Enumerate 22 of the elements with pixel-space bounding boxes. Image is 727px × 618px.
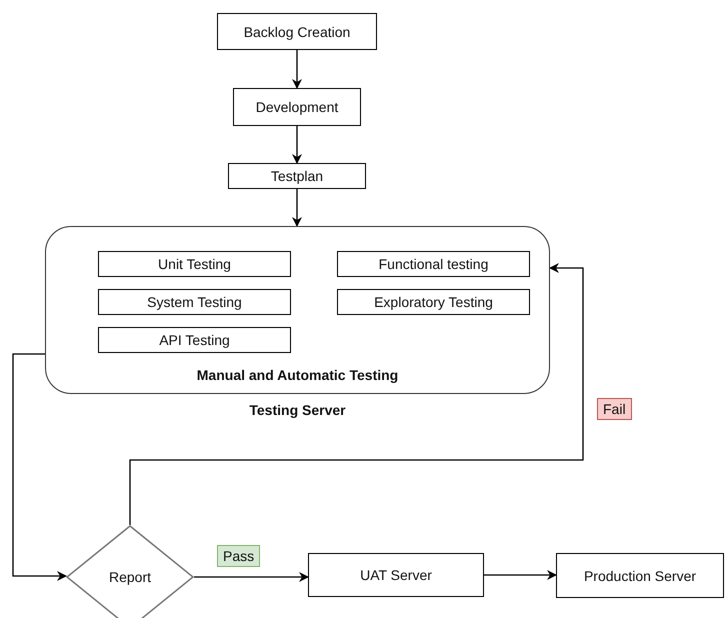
- arrow: [292, 50, 302, 89]
- process-box: Unit Testing: [98, 251, 291, 277]
- edge-label: Fail: [597, 398, 632, 420]
- process-box: Backlog Creation: [217, 13, 377, 50]
- arrow: [12, 353, 67, 581]
- group-title: Manual and Automatic Testing: [196, 367, 400, 383]
- process-box: API Testing: [98, 327, 291, 353]
- decision-diamond: Report: [66, 525, 194, 618]
- process-box: Functional testing: [337, 251, 530, 277]
- arrow: [292, 126, 302, 164]
- arrow: [484, 570, 557, 580]
- arrow: [194, 572, 309, 582]
- process-box: Production Server: [556, 553, 724, 598]
- arrow: [292, 189, 302, 227]
- group-caption: Testing Server: [248, 402, 347, 418]
- process-box: UAT Server: [308, 553, 484, 597]
- process-box: Exploratory Testing: [337, 289, 530, 315]
- process-box: System Testing: [98, 289, 291, 315]
- edge-label: Pass: [217, 545, 260, 567]
- process-box: Development: [233, 88, 361, 126]
- arrow: [129, 263, 584, 525]
- process-box: Testplan: [228, 163, 366, 189]
